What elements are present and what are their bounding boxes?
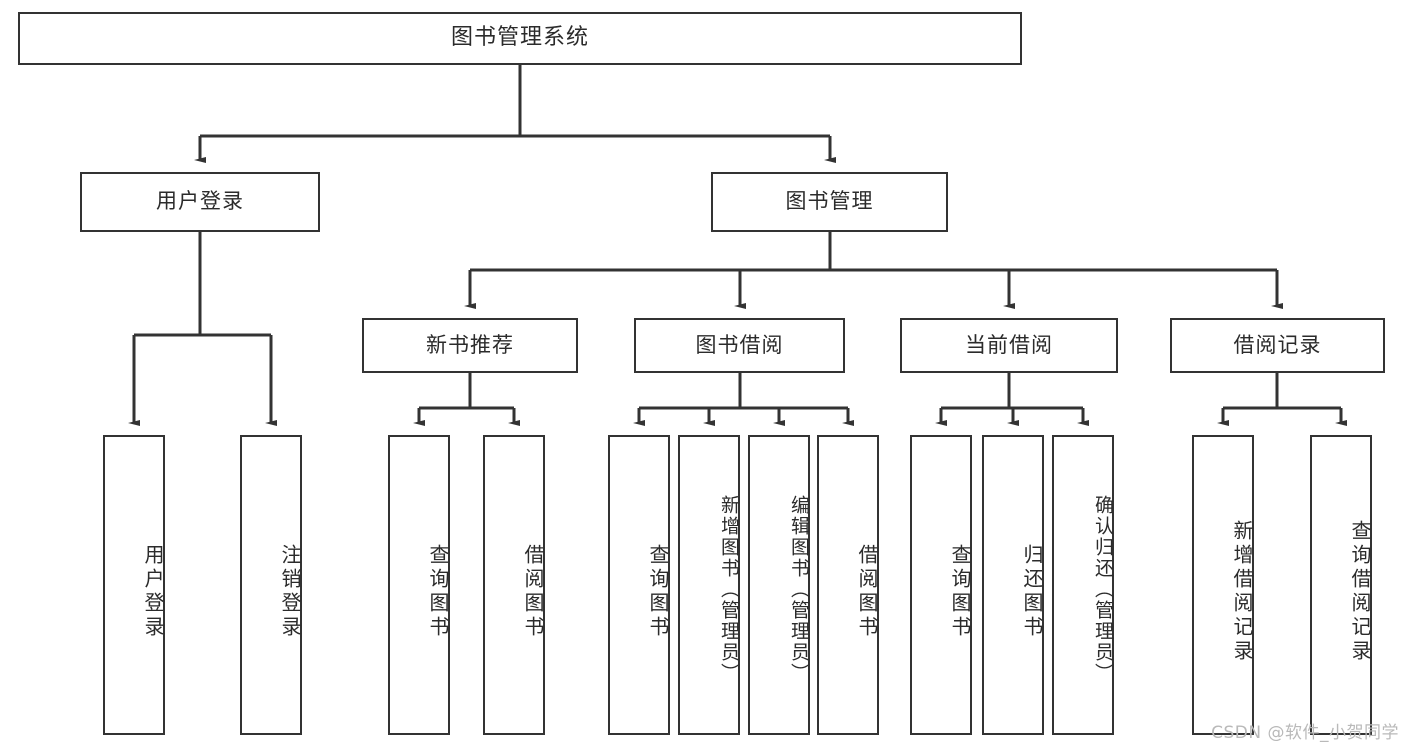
leaf-borrow-query-book[interactable]: 查询图书 xyxy=(608,435,670,735)
node-book-borrow[interactable]: 图书借阅 xyxy=(634,318,845,373)
node-new-book-recommend[interactable]: 新书推荐 xyxy=(362,318,578,373)
leaf-borrow-edit-book-admin[interactable]: 编辑图书（管理员） xyxy=(748,435,810,735)
leaf-record-query-record[interactable]: 查询借阅记录 xyxy=(1310,435,1372,735)
leaf-new-book-borrow[interactable]: 借阅图书 xyxy=(483,435,545,735)
leaf-borrow-borrow-book[interactable]: 借阅图书 xyxy=(817,435,879,735)
node-user-login[interactable]: 用户登录 xyxy=(80,172,320,232)
leaf-record-add-record[interactable]: 新增借阅记录 xyxy=(1192,435,1254,735)
node-root[interactable]: 图书管理系统 xyxy=(18,12,1022,65)
leaf-user-login-login[interactable]: 用户登录 xyxy=(103,435,165,735)
leaf-current-return-book[interactable]: 归还图书 xyxy=(982,435,1044,735)
leaf-current-query-book[interactable]: 查询图书 xyxy=(910,435,972,735)
leaf-user-login-logout[interactable]: 注销登录 xyxy=(240,435,302,735)
node-book-management[interactable]: 图书管理 xyxy=(711,172,948,232)
leaf-new-book-query[interactable]: 查询图书 xyxy=(388,435,450,735)
node-current-borrow[interactable]: 当前借阅 xyxy=(900,318,1118,373)
leaf-borrow-add-book-admin[interactable]: 新增图书（管理员） xyxy=(678,435,740,735)
watermark-text: CSDN @软件_小贺同学 xyxy=(1211,723,1399,743)
leaf-current-confirm-return-admin[interactable]: 确认归还（管理员） xyxy=(1052,435,1114,735)
node-borrow-record[interactable]: 借阅记录 xyxy=(1170,318,1385,373)
